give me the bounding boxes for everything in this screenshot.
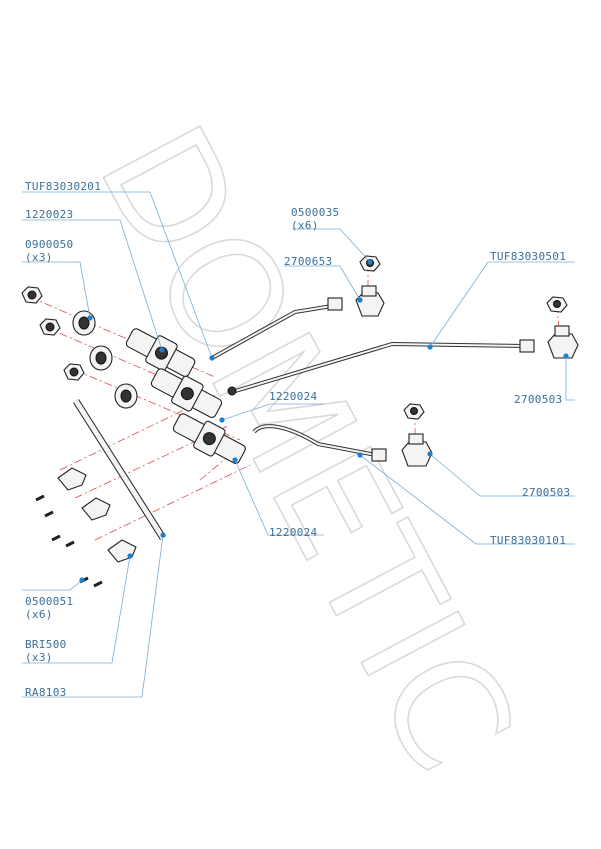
label-0900050-qty: (x3) bbox=[25, 251, 53, 264]
watermark: DOMETIC bbox=[64, 99, 547, 799]
leader-lines bbox=[22, 191, 575, 698]
label-tuf83030101: TUF83030101 bbox=[490, 534, 567, 547]
label-0500035: 0500035 bbox=[291, 206, 340, 219]
bracket-3 bbox=[107, 539, 137, 563]
tube-tuf83030201 bbox=[211, 297, 343, 360]
hex-nut-1 bbox=[21, 286, 43, 304]
label-tuf83030201: TUF83030201 bbox=[25, 180, 102, 193]
support-rod bbox=[73, 399, 166, 540]
bracket-2 bbox=[81, 497, 111, 521]
bracket-1 bbox=[57, 467, 87, 491]
label-1220023: 1220023 bbox=[25, 208, 74, 221]
svg-text:DOMETIC: DOMETIC bbox=[65, 100, 547, 798]
hex-nut-2 bbox=[39, 318, 61, 336]
label-2700653: 2700653 bbox=[284, 255, 333, 268]
gas-valve-3 bbox=[172, 413, 246, 464]
callout-dots bbox=[79, 259, 569, 583]
fitting-2700503-upper bbox=[547, 325, 579, 359]
fitting-2700653 bbox=[355, 285, 385, 317]
hex-nut-3 bbox=[63, 363, 85, 381]
label-0500051: 0500051 bbox=[25, 595, 74, 608]
label-0500051-qty: (x6) bbox=[25, 608, 53, 621]
label-1220024-lower: 1220024 bbox=[269, 526, 318, 539]
seal-ring-2 bbox=[89, 345, 113, 371]
label-ra8103: RA8103 bbox=[25, 686, 67, 699]
label-bri500: BRI500 bbox=[25, 638, 67, 651]
label-tuf83030501: TUF83030501 bbox=[490, 250, 567, 263]
gas-valve-1 bbox=[125, 328, 196, 378]
label-2700503-lower: 2700503 bbox=[522, 486, 571, 499]
nut-0500035-lower bbox=[403, 403, 425, 420]
tube-tuf83030501 bbox=[227, 339, 535, 396]
fitting-2700503-lower bbox=[401, 433, 433, 467]
seal-ring-1 bbox=[72, 310, 96, 336]
label-1220024-upper: 1220024 bbox=[269, 390, 318, 403]
label-0900050: 0900050 bbox=[25, 238, 74, 251]
nut-0500035-right bbox=[546, 296, 568, 313]
label-2700503-upper: 2700503 bbox=[514, 393, 563, 406]
gas-valve-2 bbox=[150, 368, 223, 418]
label-bri500-qty: (x3) bbox=[25, 651, 53, 664]
tube-tuf83030101 bbox=[252, 424, 387, 462]
seal-ring-3 bbox=[114, 383, 138, 409]
label-0500035-qty: (x6) bbox=[291, 219, 319, 232]
